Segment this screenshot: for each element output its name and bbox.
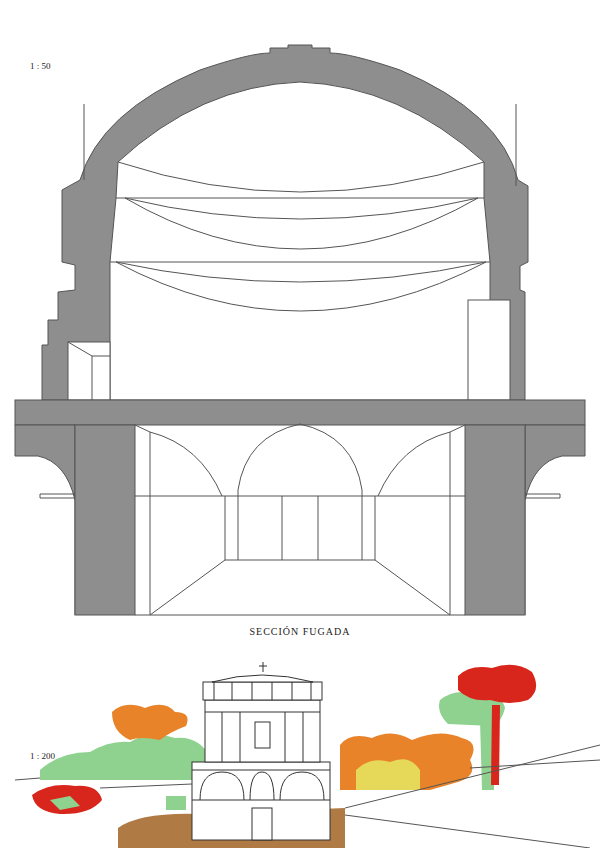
scale-label: 1 : 50 [30, 62, 51, 72]
section-drawing [15, 45, 585, 615]
drawing-title: SECCIÓN FUGADA [250, 626, 351, 637]
perspective-view [15, 662, 600, 848]
scale-label: 1 : 200 [30, 752, 55, 762]
